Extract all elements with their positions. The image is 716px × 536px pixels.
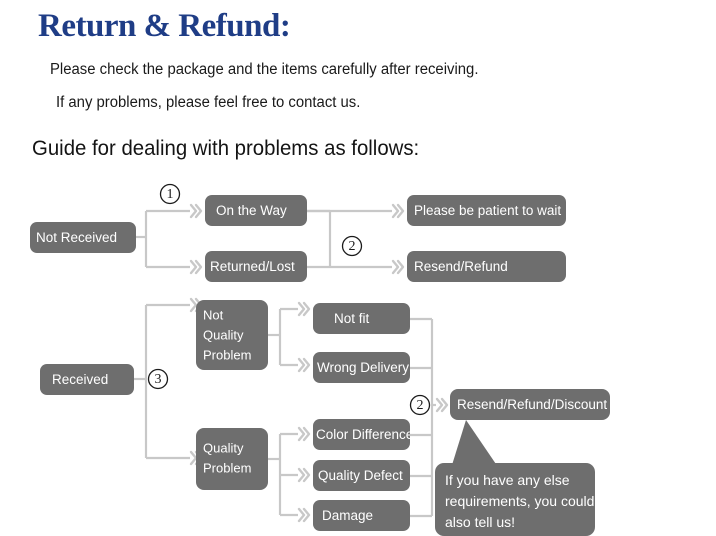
node-quality-defect-label: Quality Defect xyxy=(318,468,403,483)
intro-line-2: If any problems, please feel free to con… xyxy=(56,94,361,111)
marker-two-bottom: 2 xyxy=(409,394,431,416)
node-not-received[interactable]: Not Received xyxy=(30,222,136,253)
node-quality-problem-line-1: Quality xyxy=(203,440,244,455)
node-damage-label: Damage xyxy=(322,508,373,523)
node-received-label: Received xyxy=(52,372,108,387)
node-resend-refund-discount-label: Resend/Refund/Discount xyxy=(457,397,607,412)
node-received[interactable]: Received xyxy=(40,364,134,395)
connector-ontheway-resendrefund xyxy=(307,209,405,275)
intro-line-1: Please check the package and the items c… xyxy=(50,61,479,78)
connector-nqp-children xyxy=(268,301,311,373)
node-not-quality-problem[interactable]: Not Quality Problem xyxy=(196,300,268,370)
node-returned-lost[interactable]: Returned/Lost xyxy=(205,251,307,282)
node-please-be-patient-label: Please be patient to wait xyxy=(414,203,561,218)
marker-two-top: 2 xyxy=(341,235,363,257)
callout-line-1: If you have any else xyxy=(445,472,570,488)
guide-heading: Guide for dealing with problems as follo… xyxy=(32,137,420,160)
connector-leaves-merge xyxy=(410,317,449,518)
marker-three-label: 3 xyxy=(155,372,162,387)
node-returned-lost-label: Returned/Lost xyxy=(210,259,295,274)
marker-two-top-label: 2 xyxy=(349,239,356,254)
connector-not-received-bus xyxy=(136,203,203,275)
callout-line-2: requirements, you could xyxy=(445,493,594,509)
marker-three: 3 xyxy=(147,368,169,390)
marker-two-bottom-label: 2 xyxy=(417,398,424,413)
node-not-quality-problem-line-3: Problem xyxy=(203,347,251,362)
node-color-difference[interactable]: Color Difference xyxy=(313,419,413,450)
connector-qp-children xyxy=(268,426,311,523)
page-title: Return & Refund: xyxy=(38,8,291,44)
connector-received-bus xyxy=(134,297,203,466)
node-wrong-delivery[interactable]: Wrong Delivery xyxy=(313,352,410,383)
node-quality-defect[interactable]: Quality Defect xyxy=(313,460,410,491)
node-not-quality-problem-line-1: Not xyxy=(203,307,224,322)
node-not-fit[interactable]: Not fit xyxy=(313,303,410,334)
node-wrong-delivery-label: Wrong Delivery xyxy=(317,360,409,375)
node-on-the-way[interactable]: On the Way xyxy=(205,195,307,226)
callout-bubble: If you have any else requirements, you c… xyxy=(435,420,595,536)
node-not-received-label: Not Received xyxy=(36,230,117,245)
node-not-fit-label: Not fit xyxy=(334,311,370,326)
callout-line-3: also tell us! xyxy=(445,514,515,530)
node-quality-problem-line-2: Problem xyxy=(203,460,251,475)
node-resend-refund-discount[interactable]: Resend/Refund/Discount xyxy=(450,389,610,420)
node-on-the-way-label: On the Way xyxy=(216,203,287,218)
node-not-quality-problem-line-2: Quality xyxy=(203,327,244,342)
marker-one: 1 xyxy=(159,183,181,205)
node-damage[interactable]: Damage xyxy=(313,500,410,531)
node-quality-problem[interactable]: Quality Problem xyxy=(196,428,268,490)
node-please-be-patient[interactable]: Please be patient to wait xyxy=(407,195,566,226)
flowchart: Not Received On the Way Returned/Lost Pl… xyxy=(30,183,610,536)
node-resend-refund-label: Resend/Refund xyxy=(414,259,508,274)
node-color-difference-label: Color Difference xyxy=(316,427,413,442)
node-resend-refund[interactable]: Resend/Refund xyxy=(407,251,566,282)
marker-one-label: 1 xyxy=(167,187,174,202)
